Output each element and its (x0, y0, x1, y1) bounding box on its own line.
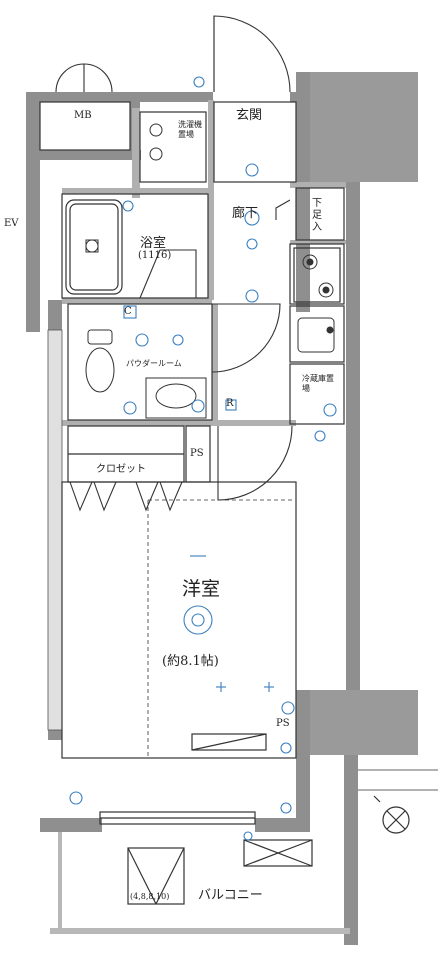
mark-c: C (124, 306, 132, 317)
fridge-label: 冷蔵庫置場 (302, 374, 334, 393)
compass-icon (373, 795, 410, 834)
mark-r: R (226, 398, 234, 409)
closet-label: クロゼット (96, 464, 146, 475)
evac-hatch-label: (4,8,8,10) (130, 892, 170, 901)
room-outlines (39, 101, 345, 905)
washer-icon (149, 123, 163, 161)
toilet-icon (85, 329, 115, 393)
ps-inner-label: PS (190, 448, 204, 459)
sink-icon (145, 377, 207, 419)
door-swings (55, 15, 293, 512)
hatched-wall (47, 329, 63, 731)
bath-size-label: (1116) (138, 250, 172, 261)
water-heater-label: 洗濯機置場 (178, 120, 202, 139)
bath-label: 浴室 (140, 236, 167, 251)
mb-label: MB (74, 110, 92, 121)
hallway-label: 廊下 (232, 206, 259, 221)
entrance-label: 玄関 (236, 108, 263, 123)
walls (26, 72, 418, 945)
western-room-size: (約8.1帖) (162, 654, 219, 669)
outer-lines (358, 769, 438, 791)
powder-room-label: パウダールーム (126, 359, 182, 368)
ev-label: EV (4, 218, 19, 229)
ps-outer-label: PS (276, 718, 290, 729)
balcony-label: バルコニー (198, 888, 263, 903)
western-room-label: 洋室 (182, 578, 221, 600)
fixtures (85, 123, 335, 419)
shoe-storage-label: 下足入 (312, 198, 322, 233)
electrical (69, 76, 337, 841)
stove-icon (302, 254, 334, 298)
kitchen-sink-icon (297, 317, 335, 353)
